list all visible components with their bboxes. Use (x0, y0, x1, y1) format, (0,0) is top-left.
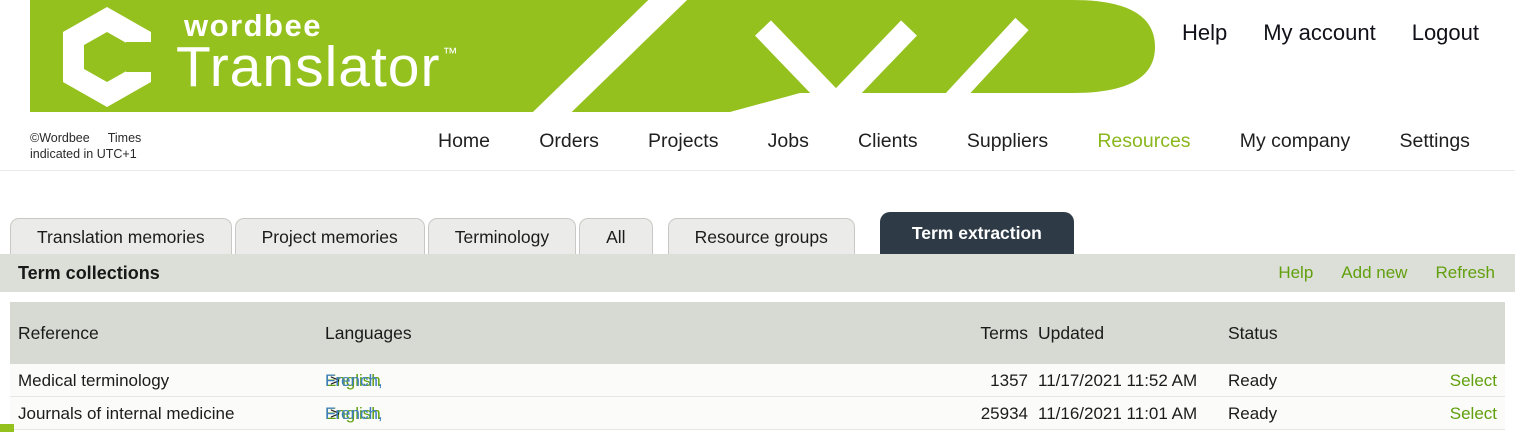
section-help-link[interactable]: Help (1278, 263, 1314, 282)
nav-item-suppliers[interactable]: Suppliers (966, 129, 1049, 152)
col-header-terms: Terms (980, 323, 1028, 343)
select-link[interactable]: Select (1449, 371, 1497, 390)
nav-item-resources[interactable]: Resources (1097, 129, 1191, 152)
table-row: Journals of internal medicine English>Fr… (10, 397, 1505, 430)
help-link[interactable]: Help (1181, 20, 1228, 45)
tab-terminology[interactable]: Terminology (427, 218, 577, 255)
copyright-text: ©Wordbee (30, 131, 90, 145)
cell-terms-count: 25934 (980, 404, 1028, 423)
logout-link[interactable]: Logout (1411, 20, 1479, 45)
nav-item-clients[interactable]: Clients (858, 129, 918, 152)
tab-resource-groups[interactable]: Resource groups (667, 218, 855, 255)
cell-terms-count: 1357 (990, 371, 1028, 390)
term-collections-table: Reference Languages Terms Updated Status… (10, 302, 1505, 430)
col-header-languages: Languages (325, 323, 412, 343)
tab-all[interactable]: All (579, 218, 653, 255)
cell-updated: 11/16/2021 11:01 AM (1038, 404, 1198, 423)
footer-green-strip (0, 424, 14, 432)
page-title: Term collections (18, 263, 160, 283)
source-language-link[interactable]: English (325, 371, 381, 390)
add-new-link[interactable]: Add new (1341, 263, 1408, 282)
cell-status: Ready (1228, 371, 1278, 390)
banner-ribbon-art (30, 0, 1155, 112)
tab-term-extraction[interactable]: Term extraction (879, 212, 1074, 255)
nav-item-settings[interactable]: Settings (1399, 129, 1470, 152)
nav-items: Home Orders Projects Jobs Clients Suppli… (438, 112, 1470, 170)
section-actions: Help Add new Refresh (1278, 254, 1495, 292)
nav-item-home[interactable]: Home (438, 129, 491, 152)
nav-item-orders[interactable]: Orders (539, 129, 599, 152)
cell-reference: Medical terminology (18, 371, 170, 390)
language-separator: > (330, 404, 340, 423)
trademark-symbol: ™ (442, 45, 459, 62)
col-header-updated: Updated (1038, 323, 1105, 343)
language-separator: > (330, 371, 340, 390)
nav-item-projects[interactable]: Projects (648, 129, 719, 152)
nav-item-my-company[interactable]: My company (1239, 129, 1351, 152)
target-languages-link[interactable]: French, German (325, 404, 383, 423)
source-language-link[interactable]: English (325, 404, 381, 423)
timezone-note: Times indicated in UTC+1 (30, 131, 142, 162)
select-link[interactable]: Select (1449, 404, 1497, 423)
wordbee-hexagon-icon (63, 7, 162, 107)
cell-updated: 11/17/2021 11:52 AM (1038, 371, 1198, 390)
resource-tabs: Translation memories Project memories Te… (10, 212, 1077, 255)
refresh-link[interactable]: Refresh (1435, 263, 1495, 282)
table-header-row: Reference Languages Terms Updated Status (10, 302, 1505, 364)
col-header-reference: Reference (18, 323, 99, 343)
logo-product-label: Translator (176, 35, 441, 99)
my-account-link[interactable]: My account (1263, 20, 1376, 45)
table-row: Medical terminology English>French, Germ… (10, 364, 1505, 423)
section-header-bar: Term collections Help Add new Refresh (0, 254, 1515, 292)
logo-wordbee-text: wordbee (184, 8, 322, 43)
col-header-status: Status (1228, 323, 1278, 343)
cell-reference: Journals of internal medicine (18, 404, 235, 423)
tab-translation-memories[interactable]: Translation memories (10, 218, 232, 255)
tab-project-memories[interactable]: Project memories (234, 218, 425, 255)
nav-item-jobs[interactable]: Jobs (767, 129, 809, 152)
account-links: Help My account Logout (1182, 20, 1479, 46)
cell-status: Ready (1228, 404, 1278, 423)
